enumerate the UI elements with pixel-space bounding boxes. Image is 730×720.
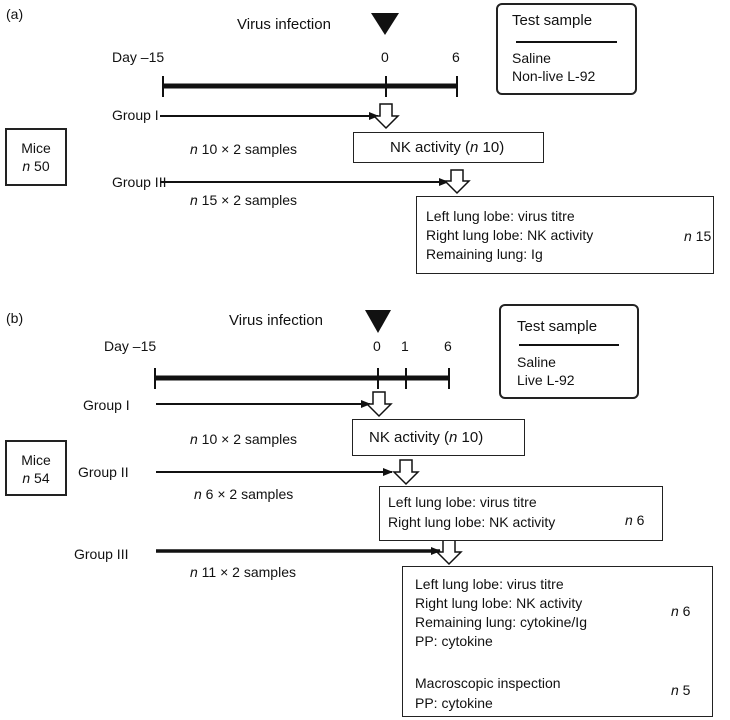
lung-box-b-group3: Left lung lobe: virus titre Right lung l… [402, 566, 713, 717]
lung-line: Right lung lobe: NK activity [426, 227, 594, 243]
lung-box-b-group2: Left lung lobe: virus titre Right lung l… [379, 486, 663, 541]
group-label: Group III [112, 174, 167, 190]
mice-box-b: Mice n 54 [5, 440, 67, 496]
divider [516, 41, 617, 43]
nk-activity-box-a: NK activity (n 10) [353, 132, 544, 163]
test-sample-box-b: Test sample Saline Live L-92 [499, 304, 639, 399]
nk-activity-text: NK activity (n 10) [390, 139, 505, 156]
timeline-a [162, 76, 458, 97]
lung-line: Left lung lobe: virus titre [415, 576, 564, 592]
infection-marker-b [365, 310, 391, 333]
samples-label: n 15 × 2 samples [190, 192, 298, 208]
hollow-arrow-icon [435, 539, 463, 566]
day-start-label-b: Day –15 [104, 338, 157, 354]
test-sample-title: Test sample [517, 318, 598, 335]
test-sample-item: Non-live L-92 [512, 68, 596, 84]
day-end-label-a: 6 [452, 49, 460, 65]
nk-activity-box-b: NK activity (n 10) [352, 419, 525, 456]
day-start-label-a: Day –15 [112, 49, 165, 65]
lung-line: Right lung lobe: NK activity [388, 514, 556, 530]
nk-activity-text: NK activity (n 10) [369, 429, 484, 446]
group-label: Group I [112, 107, 159, 123]
lung-line: PP: cytokine [415, 695, 493, 711]
day-infection-label-a: 0 [381, 49, 389, 65]
hollow-arrow-icon [365, 391, 393, 418]
infection-marker-a [371, 13, 399, 35]
group-label: Group III [74, 546, 129, 562]
day-mid-label-b: 1 [401, 338, 409, 354]
lung-line: Remaining lung: cytokine/Ig [415, 614, 587, 630]
hollow-arrow-icon [372, 103, 400, 130]
day-end-label-b: 6 [444, 338, 452, 354]
lung-line: Right lung lobe: NK activity [415, 595, 583, 611]
group-label: Group II [78, 464, 129, 480]
test-sample-box-a: Test sample Saline Non-live L-92 [496, 3, 637, 95]
n-count-label: n 5 [671, 682, 691, 698]
group-label: Group I [83, 397, 130, 413]
panel-label-b: (b) [6, 310, 24, 326]
test-sample-title: Test sample [512, 12, 593, 29]
lung-line: Left lung lobe: virus titre [388, 494, 537, 510]
lung-line: PP: cytokine [415, 633, 493, 649]
n-count-label: n 15 [684, 228, 712, 244]
samples-label: n 10 × 2 samples [190, 431, 298, 447]
divider [519, 344, 619, 346]
lung-line: Left lung lobe: virus titre [426, 208, 575, 224]
mice-title: Mice [21, 140, 51, 156]
mice-count: n 50 [22, 158, 50, 174]
n-count-label: n 6 [671, 603, 691, 619]
n-count-label: n 6 [625, 512, 645, 528]
hollow-arrow-icon [443, 169, 471, 195]
mice-count: n 54 [22, 470, 50, 486]
test-sample-item: Live L-92 [517, 372, 575, 388]
mice-title: Mice [21, 452, 51, 468]
hollow-arrow-icon [392, 459, 420, 486]
day-infection-label-b: 0 [373, 338, 381, 354]
timeline-b [154, 368, 450, 389]
lung-line: Macroscopic inspection [415, 675, 561, 691]
lung-line: Remaining lung: Ig [426, 246, 543, 262]
samples-label: n 10 × 2 samples [190, 141, 298, 157]
samples-label: n 6 × 2 samples [194, 486, 294, 502]
panel-label-a: (a) [6, 6, 24, 22]
virus-infection-label-a: Virus infection [237, 16, 331, 33]
samples-label: n 11 × 2 samples [190, 564, 296, 580]
test-sample-item: Saline [517, 354, 556, 370]
lung-box-a: Left lung lobe: virus titre Right lung l… [416, 196, 714, 274]
mice-box-a: Mice n 50 [5, 128, 67, 186]
virus-infection-label-b: Virus infection [229, 312, 323, 329]
test-sample-item: Saline [512, 50, 551, 66]
